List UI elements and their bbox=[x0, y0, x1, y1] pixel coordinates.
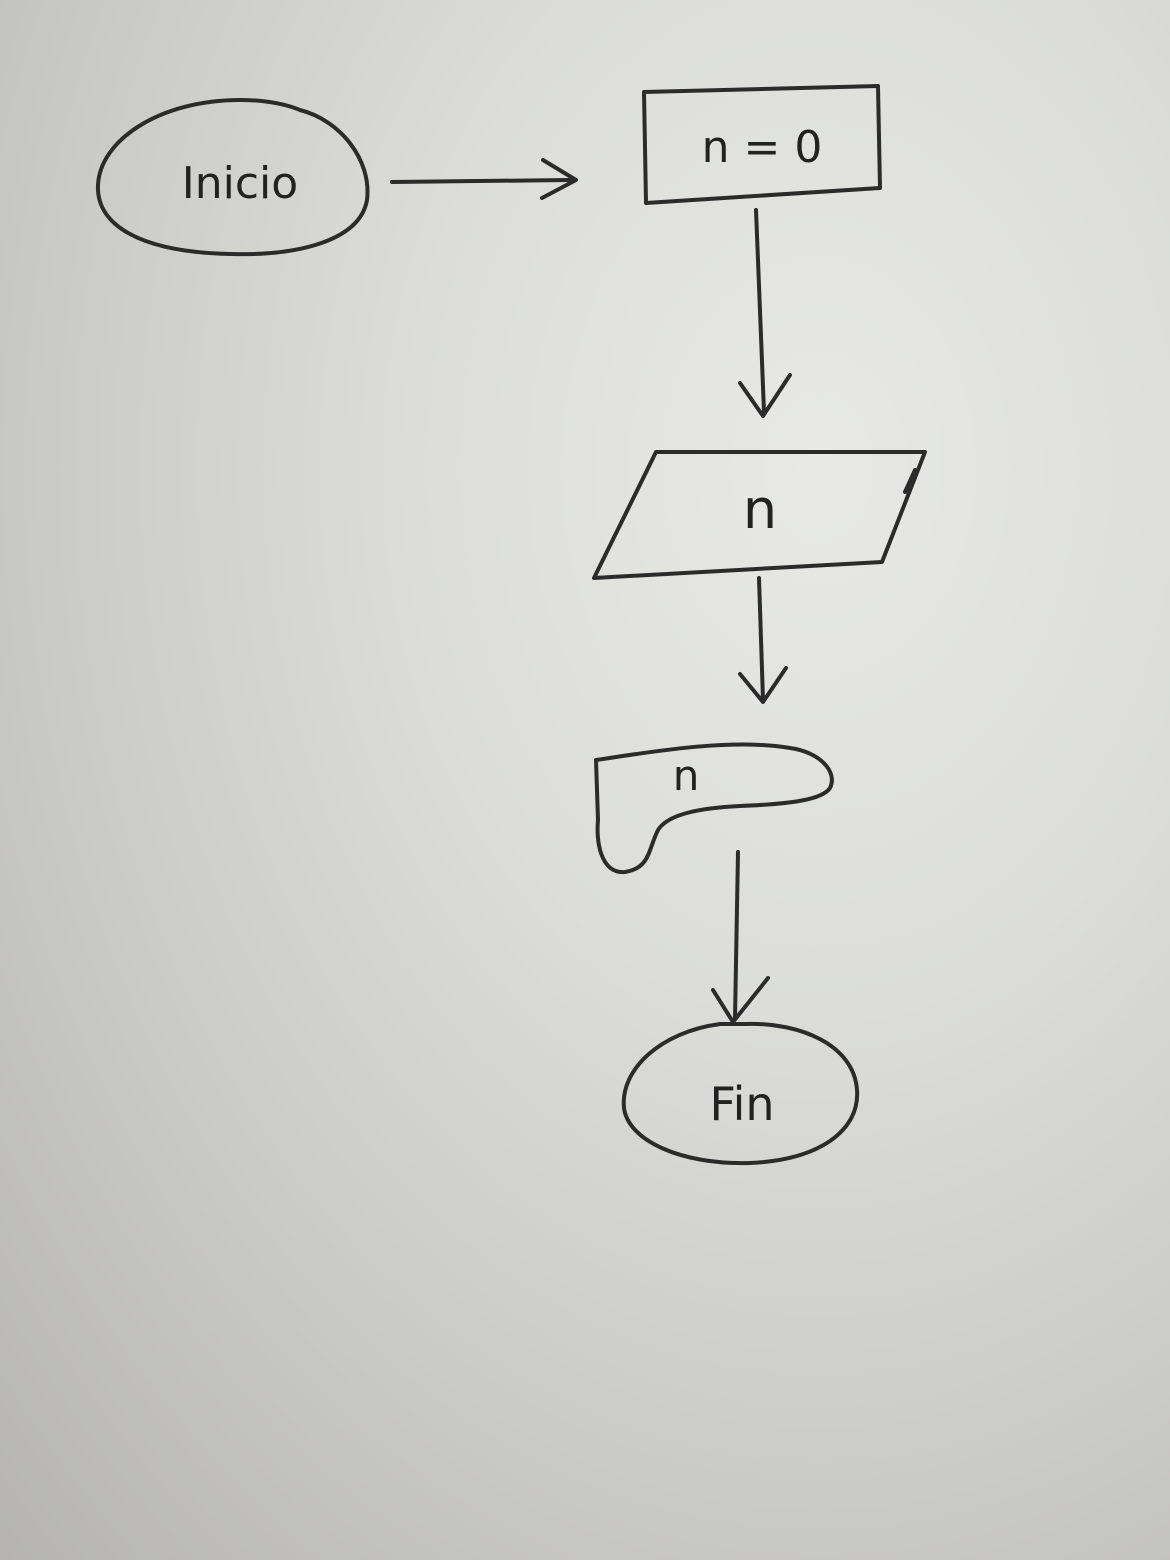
arrowhead bbox=[738, 666, 788, 704]
edge-line bbox=[390, 178, 572, 184]
edge-line bbox=[757, 576, 765, 702]
edge-line bbox=[754, 208, 766, 414]
edge-assign-input bbox=[738, 208, 792, 418]
node-label-input: n bbox=[743, 478, 777, 541]
edge-output-end bbox=[711, 850, 770, 1024]
node-label-start: Inicio bbox=[182, 158, 298, 209]
node-label-assign: n = 0 bbox=[702, 122, 823, 173]
terminator-shape bbox=[95, 98, 370, 257]
node-assign: n = 0 bbox=[642, 84, 882, 205]
arrowhead bbox=[711, 976, 770, 1024]
node-label-end: Fin bbox=[709, 1077, 774, 1131]
edge-input-output bbox=[738, 576, 788, 704]
edge-start-assign bbox=[390, 158, 578, 200]
edge-line bbox=[733, 850, 740, 1020]
arrowhead bbox=[738, 373, 792, 418]
arrowhead bbox=[540, 158, 578, 200]
node-output: n bbox=[594, 742, 834, 874]
node-input: n bbox=[592, 450, 927, 580]
display-shape bbox=[594, 742, 834, 874]
terminator-shape bbox=[621, 1021, 860, 1166]
node-label-output: n bbox=[673, 751, 700, 800]
node-end: Fin bbox=[621, 1021, 860, 1166]
node-start: Inicio bbox=[95, 98, 370, 257]
process-shape bbox=[642, 84, 882, 205]
data-shape bbox=[592, 450, 927, 580]
sketch-overstroke bbox=[903, 468, 917, 494]
